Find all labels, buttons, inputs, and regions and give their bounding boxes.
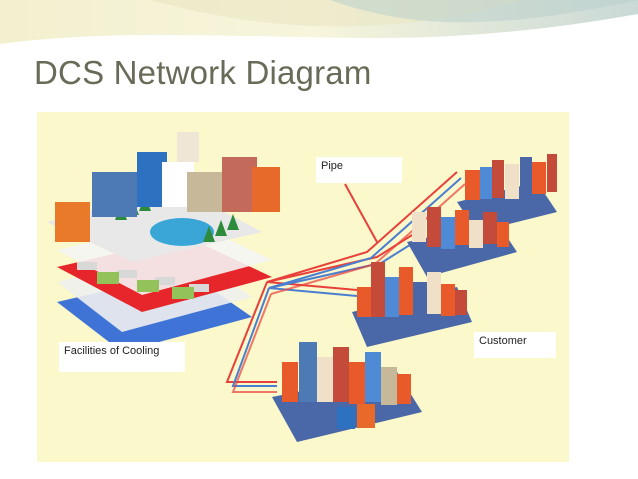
customer-cluster-4 xyxy=(272,342,422,442)
customer-cluster-3 xyxy=(352,262,472,347)
cooling-facility xyxy=(47,132,280,352)
customer-cluster-1 xyxy=(457,154,557,232)
pipe-label: Pipe xyxy=(316,157,402,183)
dcs-network-diagram: Pipe Facilities of Cooling Customer xyxy=(37,112,569,462)
slide-title: DCS Network Diagram xyxy=(34,54,372,91)
slide-header-decoration xyxy=(0,0,638,48)
customer-label: Customer xyxy=(474,332,556,358)
cooling-facilities-label: Facilities of Cooling xyxy=(59,342,185,372)
customer-cluster-2 xyxy=(407,207,517,277)
diagram-illustration xyxy=(47,132,557,442)
